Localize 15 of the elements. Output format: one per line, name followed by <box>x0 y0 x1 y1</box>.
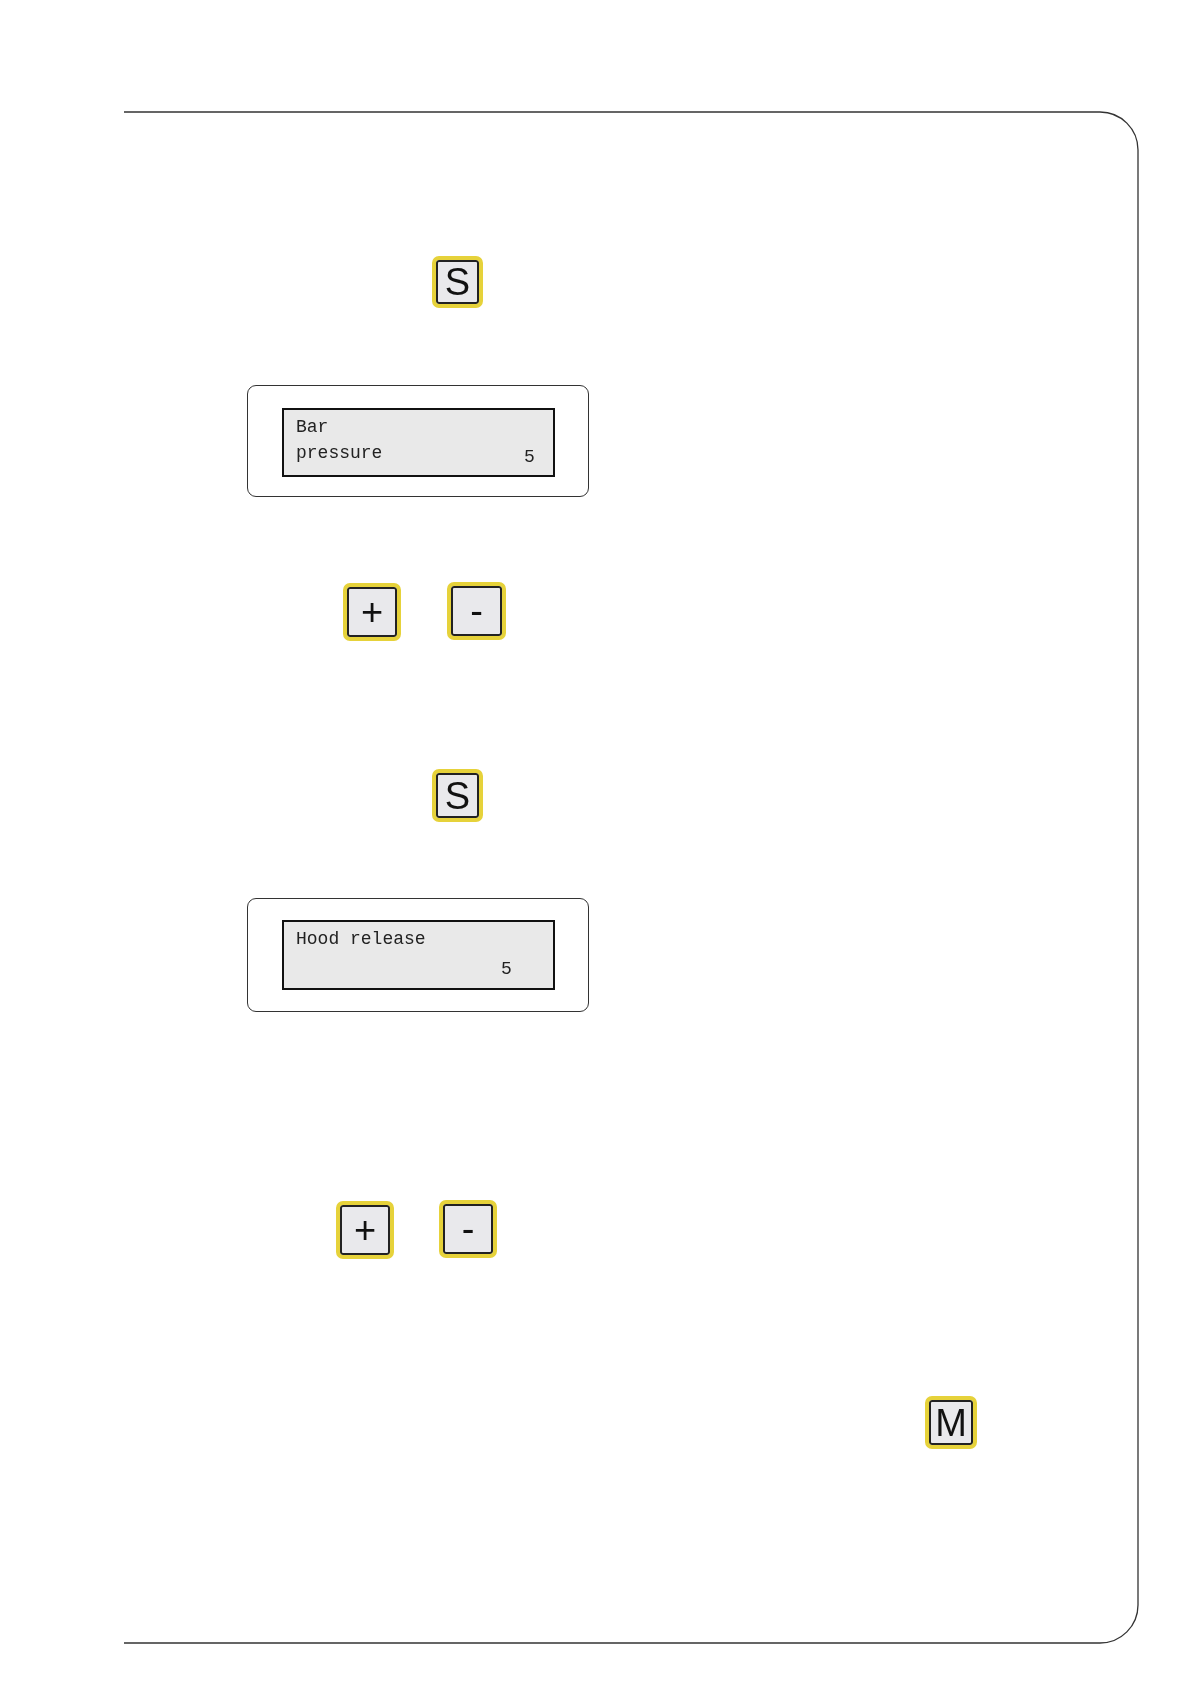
lcd-screen <box>282 920 555 990</box>
key-button: - <box>447 582 506 640</box>
key-button: - <box>439 1200 497 1258</box>
display-panel <box>247 898 589 1012</box>
key-button: M <box>925 1396 977 1449</box>
lcd-screen <box>282 408 555 477</box>
display-panel <box>247 385 589 497</box>
display-value: 5 <box>501 958 512 981</box>
key-button: + <box>336 1201 394 1259</box>
key-button: S <box>432 256 483 308</box>
display-text: Hood release <box>296 928 427 951</box>
display-value: 5 <box>524 446 535 469</box>
display-text: Bar pressure <box>296 416 384 465</box>
key-button: S <box>432 769 483 822</box>
key-button: + <box>343 583 401 641</box>
